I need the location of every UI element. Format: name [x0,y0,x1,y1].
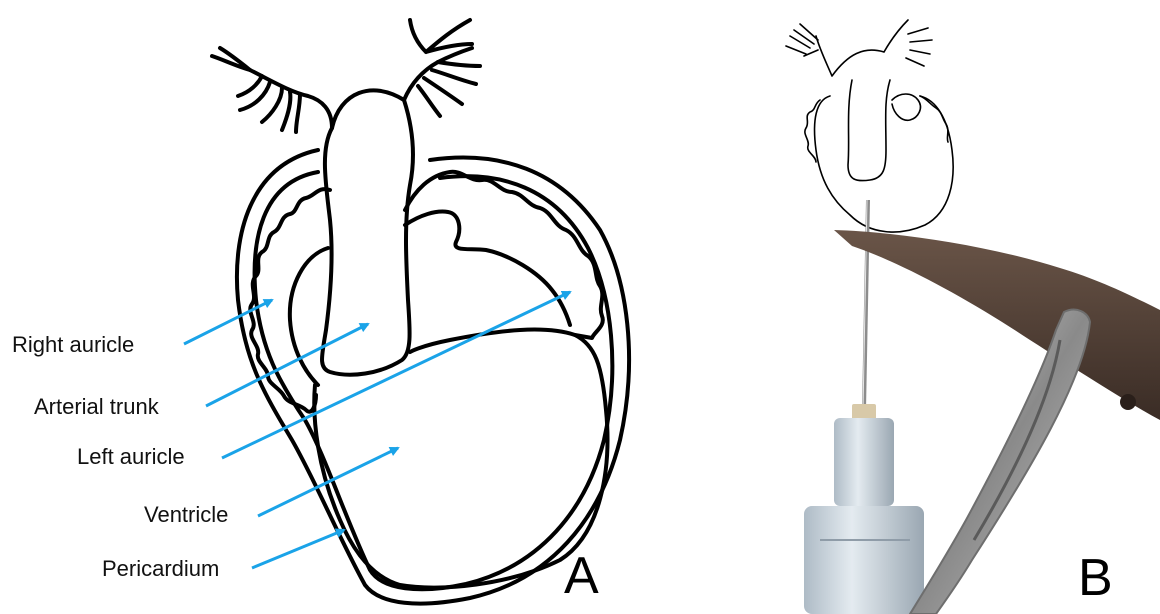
label-left-auricle: Left auricle [77,446,185,468]
instrument-illustration-svg [760,0,1160,614]
panel-letter-a: A [564,550,599,602]
needle-holder-clamp [910,310,1090,614]
panel-letter-b: B [1078,552,1113,604]
syringe-hub-lower [804,506,924,614]
arrow-pericardium [252,530,344,568]
pericardium-outer-outline [237,150,629,604]
right-vessel-branches [410,20,480,116]
label-pericardium: Pericardium [102,558,219,580]
syringe-hub-upper [834,418,894,506]
label-arterial-trunk: Arterial trunk [34,396,159,418]
forceps [834,230,1160,420]
panel-a-schematic: Right auricle Arterial trunk Left auricl… [0,0,640,614]
heart-schematic-svg [0,0,640,614]
pericardium-inner-outline [255,172,613,589]
arterial-trunk-outline [322,100,413,375]
left-auricle-inner [405,212,570,325]
panel-b-photo: B [760,0,1160,614]
label-right-auricle: Right auricle [12,334,134,356]
arrow-left-auricle [222,292,570,458]
label-ventricle: Ventricle [144,504,228,526]
forceps-rivet [1120,394,1136,410]
arrow-ventricle [258,448,398,516]
